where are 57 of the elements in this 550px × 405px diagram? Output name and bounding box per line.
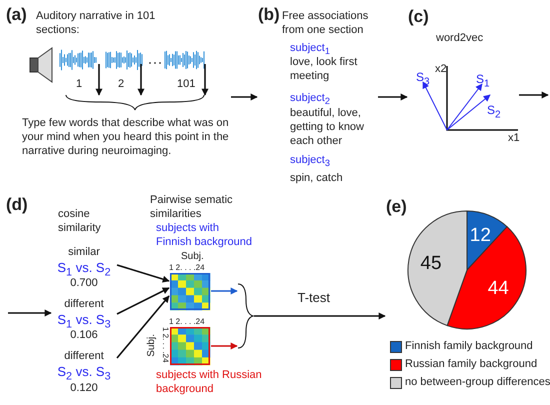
group-heading: subjects with Russian background [156, 369, 263, 396]
data-label: 44 [486, 276, 510, 301]
arrow [8, 310, 52, 316]
axis-label: x2 [435, 63, 447, 77]
instruction-text: Type few words that describe what was on your mind when you heard this point in the narrative during neuroimaging. [22, 117, 230, 158]
word-list: beautiful, love, getting to know each other [290, 107, 375, 148]
word-list: spin, catch [290, 172, 370, 186]
arrow [378, 94, 408, 100]
group-heading: subjects with Finnish background [156, 222, 254, 250]
tick-labels: 1 2. . . .24 [161, 327, 169, 363]
data-label: 12 [468, 224, 492, 248]
legend-label: Finnish family background [405, 340, 533, 354]
axis-title: Subj. [181, 251, 205, 264]
section-number: 2 [118, 78, 124, 92]
similarity-label: different [63, 350, 105, 364]
arrow [254, 312, 386, 320]
leader-arrow [116, 287, 170, 315]
leader-arrow [116, 295, 170, 359]
pair-label: S$_{2}$ vs. S$_{3}$ [56, 364, 112, 383]
word-list: love, look first meeting [290, 56, 370, 84]
subject-label: subject$_{2}$ [290, 92, 331, 108]
panel-label: (e) [386, 196, 408, 218]
pair-label: S$_{1}$ vs. S$_{2}$ [56, 260, 112, 279]
subject-label: subject$_{1}$ [290, 42, 331, 57]
section-number: 101 [177, 78, 196, 92]
arrow [231, 94, 258, 100]
caption-text: cosine similarity [58, 208, 102, 236]
tick-labels: 1 2. . . .24 [169, 263, 205, 273]
panel-label: (b) [258, 4, 281, 26]
similarity-label: similar [67, 246, 101, 260]
similarity-value: 0.106 [69, 329, 99, 343]
tick-labels: 1 2. . . .24 [169, 317, 205, 327]
similarity-label: different [63, 298, 105, 312]
vector-label: S$_{2}$ [487, 103, 501, 122]
arrow [211, 288, 238, 294]
axis-label: x1 [508, 132, 520, 146]
vector-label: S$_{1}$ [476, 72, 490, 91]
panel-label: (c) [408, 6, 430, 28]
data-label: 45 [419, 252, 443, 276]
caption-text: Pairwise sematic similarities [150, 194, 234, 222]
caption-text: Auditory narrative in 101 sections: [36, 10, 156, 38]
similarity-value: 0.700 [69, 277, 99, 291]
axis-title: Subj. [147, 334, 157, 357]
similarity-value: 0.120 [69, 382, 99, 396]
method-label: word2vec [436, 32, 484, 46]
leader-arrow [116, 264, 170, 282]
arrow [211, 342, 238, 350]
section-number: 1 [76, 78, 82, 92]
arrow [519, 92, 549, 98]
pair-label: S$_{1}$ vs. S$_{3}$ [56, 312, 112, 331]
panel-label: (a) [6, 4, 28, 26]
subject-label: subject$_{3}$ [290, 154, 331, 170]
legend-label: no between-group differences [405, 376, 550, 390]
panel-label: (d) [6, 194, 29, 216]
vector-label: S$_{3}$ [416, 70, 430, 89]
caption-text: Free associations from one section [282, 10, 370, 38]
legend-label: Russian family background [405, 358, 538, 372]
